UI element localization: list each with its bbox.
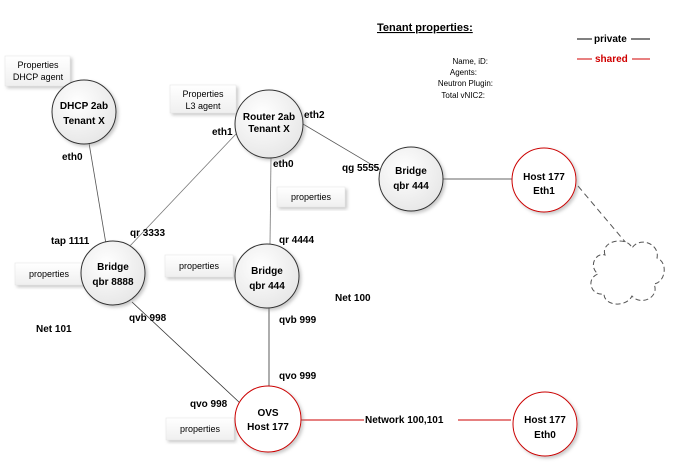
link-host-cloud [577, 185, 633, 251]
node-bridge-mid-line2: qbr 444 [249, 281, 285, 292]
port-tap1111: tap 1111 [51, 236, 90, 247]
node-host-eth0-line2: Eth0 [534, 430, 556, 441]
node-bridge-left-line2: qbr 8888 [92, 277, 134, 288]
node-dhcp[interactable] [51, 79, 117, 145]
node-router-line2: Tenant X [248, 124, 290, 135]
port-qvb998: qvb 998 [129, 313, 167, 324]
node-ovs-line2: Host 177 [247, 422, 289, 433]
legend-shared-label: shared [595, 54, 628, 65]
node-host-eth1[interactable] [511, 147, 577, 213]
tenant-line-vnic: Total vNIC2: [441, 91, 485, 100]
label-network-link: Network 100,101 [365, 415, 444, 426]
node-ovs[interactable] [234, 385, 302, 453]
node-dhcp-line2: Tenant X [63, 116, 105, 127]
connections [88, 123, 633, 421]
legend: private shared [577, 34, 650, 65]
node-bridge-mid[interactable] [234, 243, 300, 309]
node-bridge-left[interactable] [80, 240, 146, 306]
properties-ovs-label: properties [180, 424, 221, 434]
label-net101: Net 101 [36, 324, 72, 335]
node-bridge-right-line1: Bridge [395, 166, 427, 177]
port-qvo998: qvo 998 [190, 399, 228, 410]
node-bridge-mid-line1: Bridge [251, 266, 283, 277]
tenant-properties-title: Tenant properties: [377, 22, 473, 34]
node-router-line1: Router 2ab [243, 112, 295, 123]
node-router[interactable] [234, 89, 304, 159]
properties-box-dhcp[interactable] [4, 55, 71, 87]
properties-box-bridge-mid[interactable] [164, 254, 234, 278]
link-router-bridge-mid [269, 157, 272, 245]
label-net100: Net 100 [335, 293, 371, 304]
tenant-line-plugin: Neutron Plugin: [438, 79, 493, 88]
tenant-line-agents: Agents: [450, 68, 477, 77]
properties-router-line1: Properties [182, 89, 224, 99]
node-host-eth0[interactable] [512, 391, 578, 457]
link-router-bridge-right [302, 123, 385, 173]
port-qr3333: qr 3333 [130, 228, 165, 239]
link-dhcp-bridge-left [88, 142, 107, 245]
node-host-eth1-line1: Host 177 [523, 172, 565, 183]
node-host-eth1-line2: Eth1 [533, 186, 555, 197]
port-dhcp-eth0: eth0 [62, 152, 83, 163]
properties-box-router[interactable] [169, 84, 237, 114]
link-router-bridge-left [127, 133, 237, 249]
node-dhcp-line1: DHCP 2ab [60, 101, 108, 112]
node-bridge-right-line2: qbr 444 [393, 181, 429, 192]
properties-dhcp-line2: DHCP agent [13, 72, 64, 82]
port-router-eth1: eth1 [212, 127, 233, 138]
legend-private-label: private [594, 34, 627, 45]
node-bridge-right[interactable] [378, 146, 444, 212]
port-qvo999: qvo 999 [279, 371, 317, 382]
node-host-eth0-line1: Host 177 [524, 415, 566, 426]
link-bridge-left-ovs [131, 301, 241, 404]
network-link-label-bg [364, 412, 458, 426]
properties-box-router-eth0[interactable] [276, 186, 346, 208]
port-qr4444: qr 4444 [279, 235, 314, 246]
port-router-eth0: eth0 [273, 159, 294, 170]
properties-router-line2: L3 agent [185, 101, 221, 111]
port-router-eth2: eth2 [304, 110, 325, 121]
properties-bridge-mid-label: properties [179, 261, 220, 271]
node-ovs-line1: OVS [257, 408, 278, 419]
cloud-icon [590, 240, 665, 305]
port-qg5555: qg 5555 [342, 163, 380, 174]
tenant-line-name: Name, iD: [452, 57, 488, 66]
properties-dhcp-line1: Properties [17, 60, 59, 70]
node-bridge-left-line1: Bridge [97, 262, 129, 273]
properties-box-ovs[interactable] [165, 417, 235, 441]
properties-router-eth0-label: properties [291, 192, 332, 202]
properties-bridge-left-label: properties [29, 269, 70, 279]
port-qvb999: qvb 999 [279, 315, 317, 326]
